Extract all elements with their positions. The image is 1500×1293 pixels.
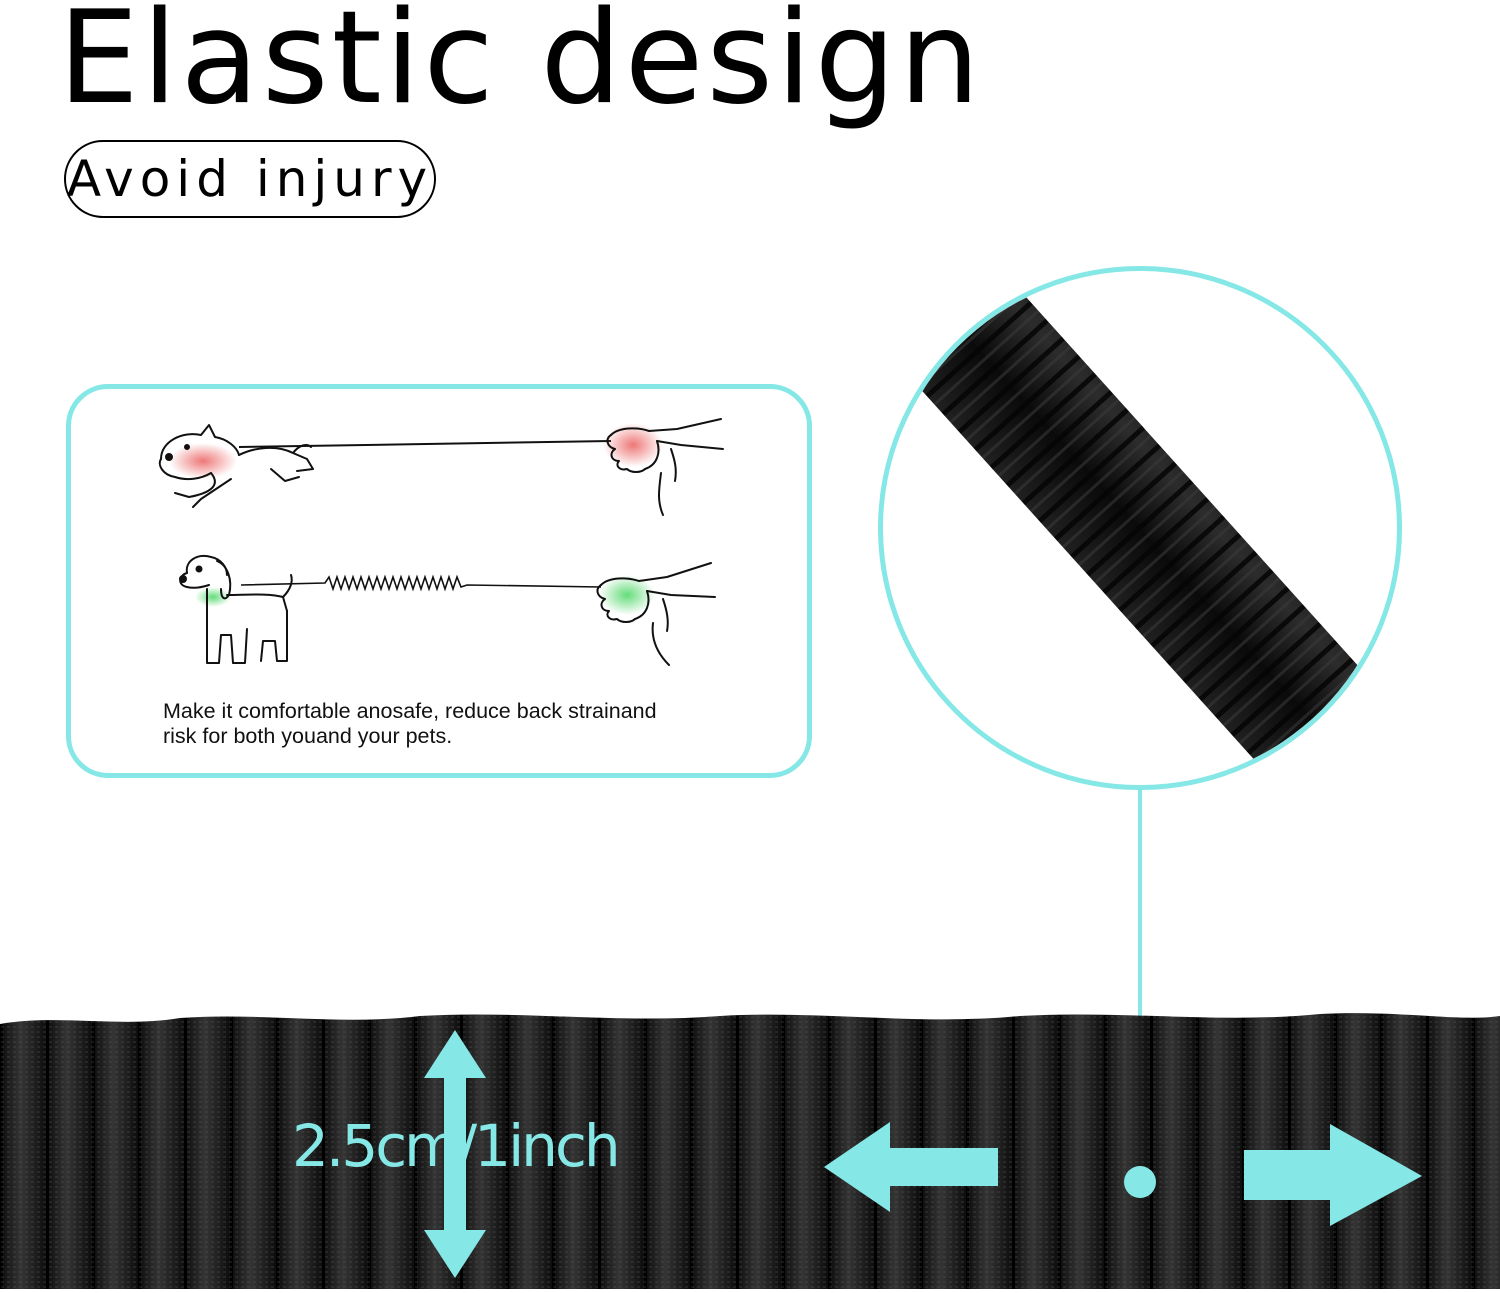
leash-closeup-image xyxy=(883,271,1397,785)
subtitle-badge: Avoid injury xyxy=(64,140,436,218)
rigid-leash-line xyxy=(238,440,612,448)
card-caption: Make it comfortable anosafe, reduce back… xyxy=(163,699,763,749)
comparison-card: Make it comfortable anosafe, reduce back… xyxy=(66,384,812,778)
elastic-leash-image xyxy=(0,1010,1500,1289)
caption-line-1: Make it comfortable anosafe, reduce back… xyxy=(163,699,657,723)
strained-hand-icon xyxy=(603,418,724,516)
width-measurement-label: 2.5cm/1inch xyxy=(292,1112,621,1180)
elastic-leash-line xyxy=(240,574,602,592)
standing-dog-icon xyxy=(179,555,293,664)
page-title: Elastic design xyxy=(58,0,983,133)
zoom-detail-circle xyxy=(878,266,1402,790)
callout-dot xyxy=(1124,1166,1156,1198)
callout-line xyxy=(1138,786,1142,1182)
running-dog-icon xyxy=(158,424,314,508)
relaxed-hand-icon xyxy=(596,562,716,666)
leash-comparison-illustration xyxy=(158,418,724,666)
caption-line-2: risk for both youand your pets. xyxy=(163,724,453,748)
